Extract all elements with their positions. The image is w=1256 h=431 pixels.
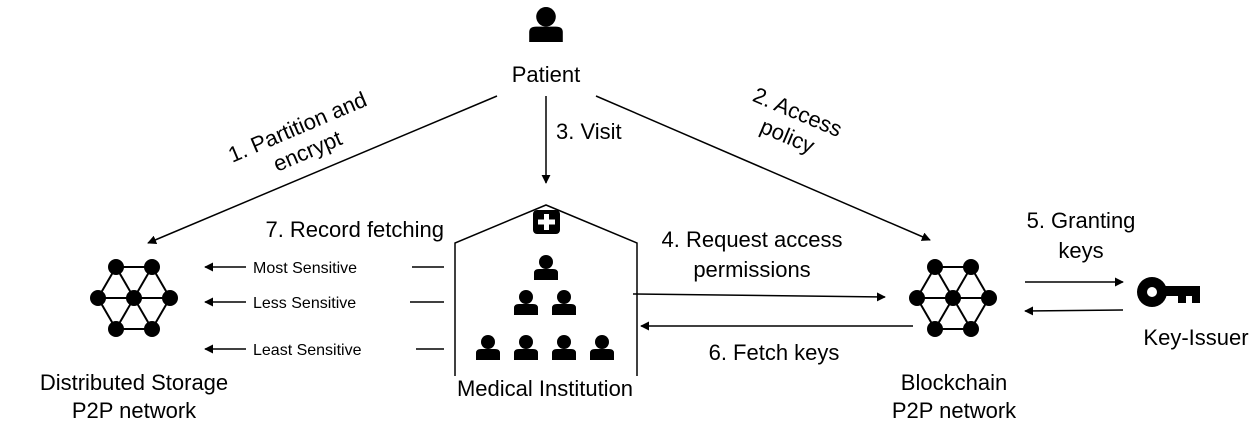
person-icon — [552, 290, 576, 315]
person-icon — [590, 335, 614, 360]
person-icon — [552, 335, 576, 360]
step-2-label: 2. Access policy — [749, 82, 845, 158]
sensitivity-rows: Most Sensitive Less Sensitive Least Sens… — [204, 260, 444, 359]
patient-icon — [529, 7, 563, 43]
network-mesh-icon — [908, 258, 998, 338]
key-icon — [1137, 277, 1200, 307]
storage-network: Distributed Storage P2P network — [40, 258, 228, 423]
step-5-line2: keys — [1058, 238, 1103, 263]
arrow-partition-encrypt — [147, 95, 498, 245]
network-mesh-icon — [89, 258, 179, 338]
medical-institution-label: Medical Institution — [457, 376, 633, 401]
key-issuer: Key-Issuer — [1137, 277, 1249, 350]
hospital-building — [454, 204, 638, 376]
person-icon — [534, 255, 558, 280]
step-4-line1: 4. Request access — [662, 227, 843, 252]
person-icon — [476, 335, 500, 360]
sensitivity-most: Most Sensitive — [253, 260, 357, 277]
arrow-access-policy — [595, 95, 931, 241]
arrow-request-access — [632, 292, 886, 302]
blockchain-network: Blockchain P2P network — [892, 258, 1017, 423]
sensitivity-less: Less Sensitive — [253, 295, 356, 312]
step-5-line1: 5. Granting — [1027, 208, 1136, 233]
step-7-label: 7. Record fetching — [265, 217, 444, 242]
person-icon — [514, 335, 538, 360]
step-1-label: 1. Partition and encrypt — [224, 87, 370, 177]
key-issuer-label: Key-Issuer — [1143, 325, 1248, 350]
storage-label-line2: P2P network — [72, 398, 197, 423]
patient-label: Patient — [512, 62, 581, 87]
medical-cross-icon — [533, 210, 560, 234]
person-icon — [514, 290, 538, 315]
step-4-line2: permissions — [693, 257, 810, 282]
step-6-label: 6. Fetch keys — [709, 340, 840, 365]
sensitivity-least: Least Sensitive — [253, 342, 362, 359]
blockchain-label-line1: Blockchain — [901, 370, 1007, 395]
storage-label-line1: Distributed Storage — [40, 370, 228, 395]
staff-icons — [476, 255, 614, 360]
blockchain-label-line2: P2P network — [892, 398, 1017, 423]
step-3-label: 3. Visit — [556, 119, 622, 144]
patient-node: Patient — [512, 7, 581, 87]
medical-institution: Medical Institution — [454, 204, 638, 401]
arrow-keys-return — [1024, 306, 1124, 316]
